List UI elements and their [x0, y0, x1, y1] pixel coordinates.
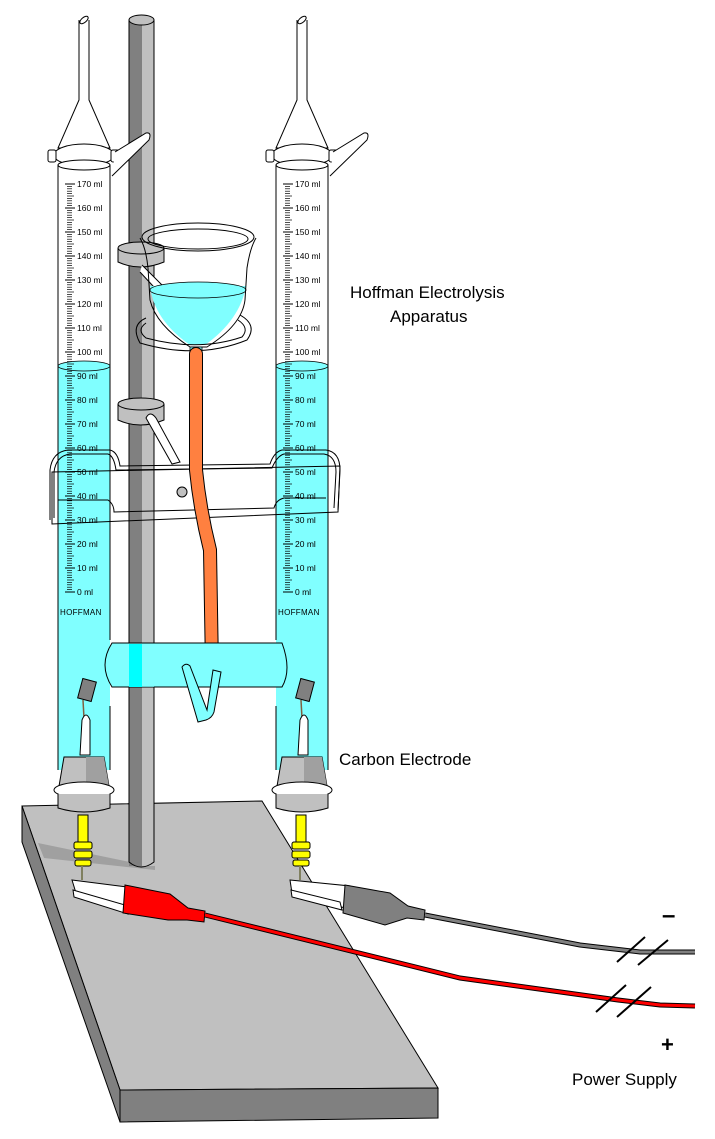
rod-shadow	[38, 843, 155, 870]
power-supply-label: Power Supply	[572, 1070, 677, 1089]
left-burette-brand: HOFFMAN	[60, 608, 102, 617]
left-stopcock-handle[interactable]	[111, 132, 151, 177]
right-electrode-assembly	[271, 677, 333, 880]
right-tick-label: 130 ml	[295, 275, 321, 285]
right-tick-label: 70 ml	[295, 419, 316, 429]
left-tick-label: 120 ml	[77, 299, 103, 309]
left-tick-label: 10 ml	[77, 563, 98, 573]
right-tick-label: 160 ml	[295, 203, 321, 213]
negative-alligator-clip[interactable]	[289, 879, 426, 926]
right-tick-label: 80 ml	[295, 395, 316, 405]
right-tick-label: 0 ml	[295, 587, 311, 597]
left-tick-label: 140 ml	[77, 251, 103, 261]
right-tick-label: 140 ml	[295, 251, 321, 261]
left-tick-label: 60 ml	[77, 443, 98, 453]
right-tick-label: 150 ml	[295, 227, 321, 237]
left-tick-label: 0 ml	[77, 587, 93, 597]
right-stopcock	[265, 15, 369, 177]
title-line-2: Apparatus	[390, 307, 468, 326]
left-tick-label: 30 ml	[77, 515, 98, 525]
right-tick-label: 30 ml	[295, 515, 316, 525]
clamp-screw[interactable]	[176, 486, 188, 498]
base-front-side	[119, 1087, 439, 1123]
right-carbon-electrode	[295, 677, 315, 703]
positive-terminal-label: +	[661, 1032, 674, 1057]
right-burette-scale: 170 ml 160 ml 150 ml 140 ml 130 ml 120 ml 110 …	[283, 179, 321, 597]
right-tick-label: 120 ml	[295, 299, 321, 309]
left-tick-label: 170 ml	[77, 179, 103, 189]
left-tick-label: 150 ml	[77, 227, 103, 237]
left-tick-label: 20 ml	[77, 539, 98, 549]
positive-alligator-clip[interactable]	[71, 879, 206, 923]
left-tick-label: 80 ml	[77, 395, 98, 405]
left-tick-label: 50 ml	[77, 467, 98, 477]
right-tick-label: 110 ml	[295, 323, 320, 333]
bottom-cross-tube	[104, 642, 288, 723]
burette-clamp-boss	[117, 397, 181, 465]
right-stopcock-handle[interactable]	[329, 132, 369, 177]
right-burette: 170 ml 160 ml 150 ml 140 ml 130 ml 120 ml 110 …	[275, 165, 329, 770]
right-tick-label: 20 ml	[295, 539, 316, 549]
left-electrode-assembly	[53, 677, 115, 880]
j-tube-outlet	[181, 663, 222, 723]
lead-break-symbols	[595, 936, 669, 1018]
right-tick-label: 170 ml	[295, 179, 321, 189]
left-tick-label: 100 ml	[77, 347, 103, 357]
left-terminal	[77, 814, 89, 846]
negative-terminal-label: –	[662, 902, 675, 929]
left-burette: 170 ml 160 ml 150 ml 140 ml 130 ml 120 ml 110 …	[57, 165, 111, 770]
title-line-1: Hoffman Electrolysis	[350, 283, 505, 302]
left-tick-label: 90 ml	[77, 371, 98, 381]
left-tick-label: 110 ml	[77, 323, 102, 333]
right-tick-label: 10 ml	[295, 563, 316, 573]
left-stopcock	[47, 15, 151, 177]
right-tick-label: 100 ml	[295, 347, 321, 357]
right-burette-brand: HOFFMAN	[278, 608, 320, 617]
left-carbon-electrode	[77, 677, 97, 703]
left-tick-label: 70 ml	[77, 419, 98, 429]
stand-base	[21, 800, 439, 1123]
electrode-label: Carbon Electrode	[339, 750, 471, 769]
right-terminal	[295, 814, 307, 846]
right-tick-label: 40 ml	[295, 491, 316, 501]
left-tick-label: 160 ml	[77, 203, 103, 213]
left-tick-label: 40 ml	[77, 491, 98, 501]
right-tick-label: 50 ml	[295, 467, 316, 477]
right-tick-label: 60 ml	[295, 443, 316, 453]
negative-lead-wire	[424, 912, 695, 955]
left-tick-label: 130 ml	[77, 275, 103, 285]
right-tick-label: 90 ml	[295, 371, 316, 381]
